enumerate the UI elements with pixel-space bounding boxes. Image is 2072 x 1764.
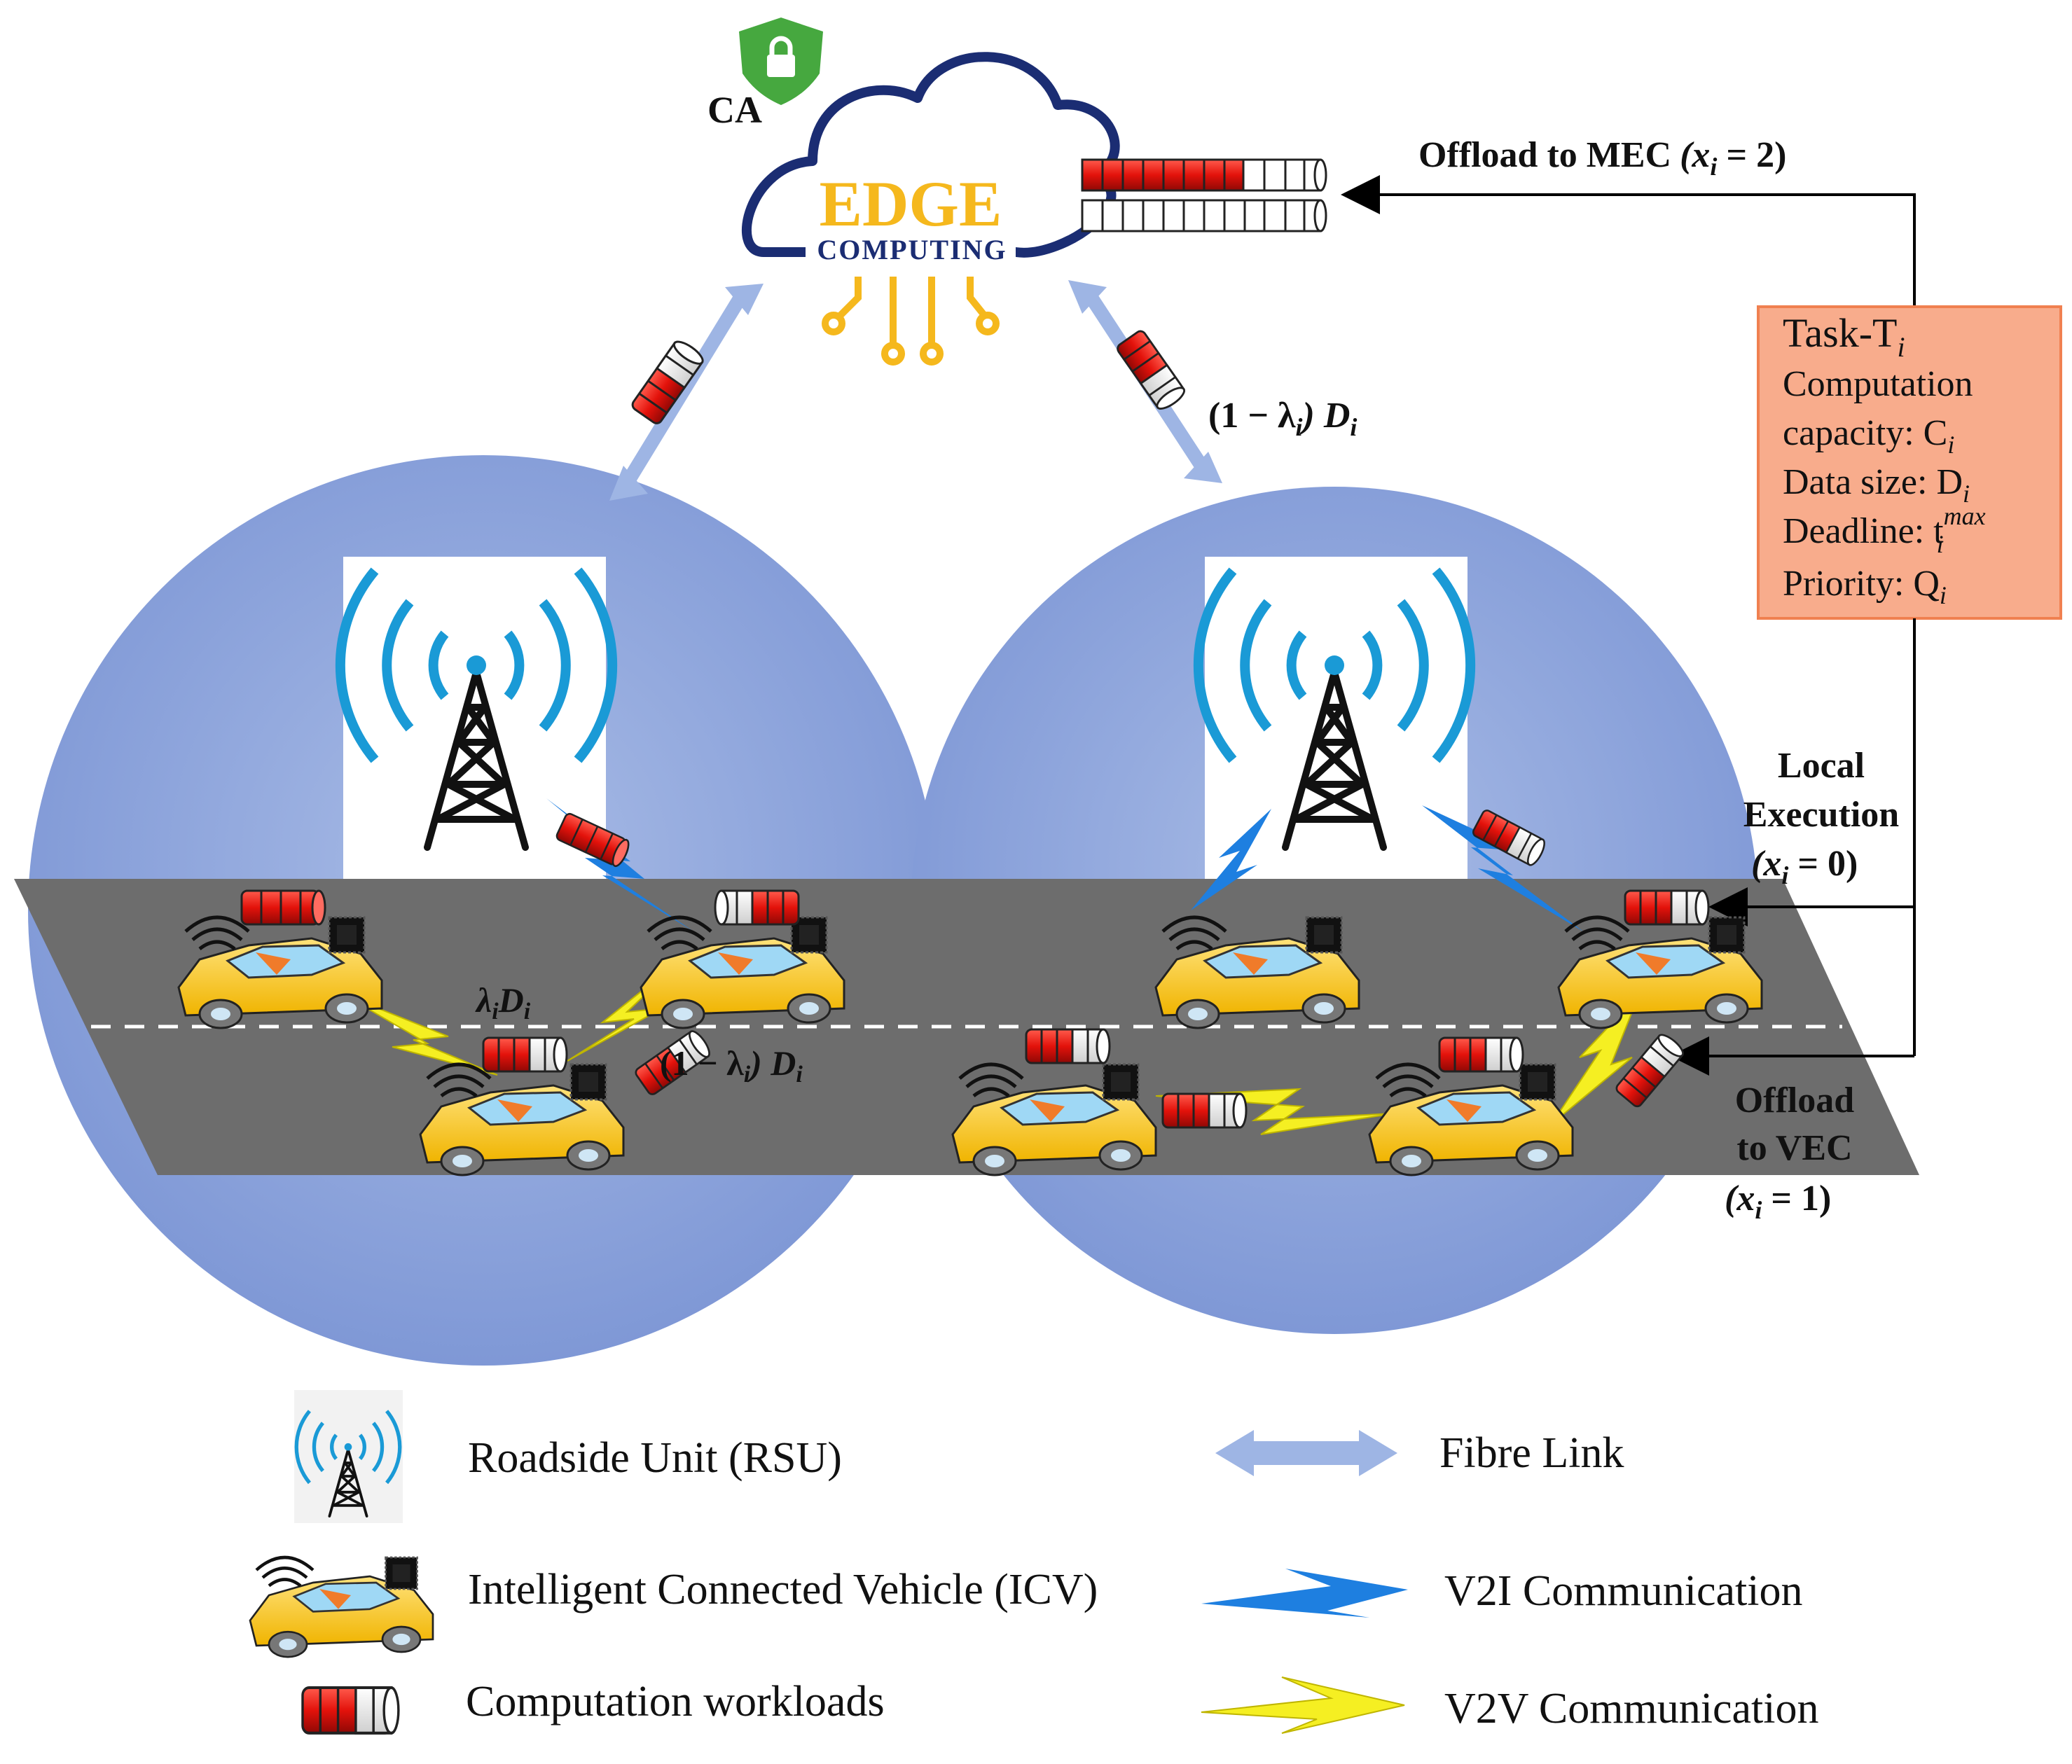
workload-cylinder-icon xyxy=(482,1036,568,1073)
cloud-title: EDGE xyxy=(820,168,1002,239)
legend-rsu-frame xyxy=(294,1390,403,1523)
local-execution-label-eq: (xi = 0) xyxy=(1751,844,1858,889)
workload-cylinder-icon xyxy=(1161,1092,1248,1129)
circuit-icon xyxy=(822,277,1000,366)
cloud-icon xyxy=(742,52,1120,263)
offload-vec-label-line1: Offload xyxy=(1735,1081,1855,1120)
task-line-capacity: capacity: Ci xyxy=(1783,413,1954,459)
workload-cylinder-icon xyxy=(1114,328,1189,414)
workload-cylinder-icon xyxy=(1438,1036,1524,1073)
legend-v2i-label: V2I Communication xyxy=(1444,1567,1802,1615)
mec-queue-top xyxy=(1081,158,1327,192)
remote-split-label: (1 − λi) Di xyxy=(660,1043,803,1088)
task-box xyxy=(1757,305,2062,620)
task-line-data-size: Data size: Di xyxy=(1783,462,1970,508)
v2i-link-right-b xyxy=(1422,805,1583,931)
v2i-link-right-a xyxy=(1191,809,1271,910)
ca-label: CA xyxy=(707,89,762,131)
offload-mec-connector xyxy=(1341,175,1916,307)
legend-rsu-label: Roadside Unit (RSU) xyxy=(468,1434,842,1482)
v2v-link-icon xyxy=(1201,1676,1405,1734)
task-title: Task-Ti xyxy=(1783,310,1905,363)
offload-vec-label-eq: (xi = 1) xyxy=(1725,1179,1831,1224)
legend-icv-label: Intelligent Connected Vehicle (ICV) xyxy=(468,1566,1098,1613)
local-split-label: λiDi xyxy=(475,980,531,1025)
task-line-computation: Computation xyxy=(1783,364,1973,404)
legend-workload-label: Computation workloads xyxy=(466,1678,885,1725)
offload-mec-label: Offload to MEC(xi = 2) xyxy=(1418,135,1786,181)
fibre-link-left xyxy=(609,284,764,501)
mec-queue-bottom xyxy=(1081,199,1327,232)
workload-cylinder-icon xyxy=(714,889,800,926)
legend: Roadside Unit (RSU) Intelligent Connecte… xyxy=(250,1390,1818,1733)
fibre-link-icon xyxy=(1215,1430,1397,1476)
fibre-right-label: (1 − λi) Di xyxy=(1208,396,1357,441)
workload-cylinder-icon xyxy=(1025,1028,1111,1064)
offload-vec-label-line2: to VEC xyxy=(1736,1128,1852,1168)
legend-fibre-label: Fibre Link xyxy=(1439,1429,1624,1477)
v2v-link-left-a xyxy=(343,994,498,1076)
workload-cylinder-icon xyxy=(1624,889,1710,926)
legend-v2v-label: V2V Communication xyxy=(1444,1685,1818,1732)
workload-cylinder-icon xyxy=(240,889,326,926)
workload-cylinder-icon xyxy=(303,1688,399,1733)
v2i-link-icon xyxy=(1201,1569,1408,1618)
local-execution-label-line1: Local xyxy=(1778,746,1865,786)
task-line-priority: Priority: Qi xyxy=(1783,564,1947,609)
lock-shield-icon xyxy=(739,18,823,105)
local-execution-label-line2: Execution xyxy=(1743,795,1900,835)
car-icon xyxy=(250,1557,433,1657)
cloud-subtitle: COMPUTING xyxy=(817,234,1007,265)
